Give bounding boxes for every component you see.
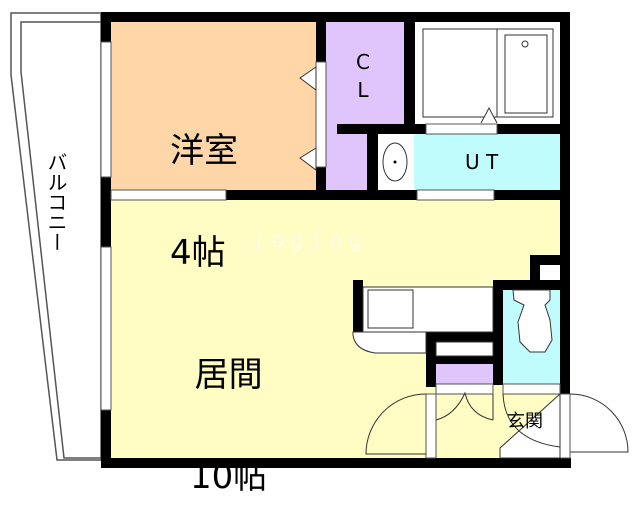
toilet-icon <box>512 289 553 353</box>
bath-fill <box>415 22 560 124</box>
living-room-label: 居間 10帖 <box>190 290 267 528</box>
door-swings <box>365 391 629 455</box>
western-room-size: 4帖 <box>170 233 226 273</box>
entrance-label: 玄関 <box>507 411 543 432</box>
shoe-closet-fill <box>436 364 493 384</box>
floorplan-drawing <box>10 12 629 468</box>
utility-fill <box>414 134 560 190</box>
wash-basin-icon <box>382 142 408 182</box>
utility-label: U T <box>465 150 499 174</box>
western-room-fill <box>110 22 316 190</box>
balcony-label: バルコニー <box>44 152 68 252</box>
watermark: jogjog <box>252 228 368 253</box>
balcony <box>10 12 102 461</box>
western-room-name: 洋室 <box>170 131 238 171</box>
closet-label: C L <box>356 50 370 102</box>
kitchen-counter-icon <box>352 286 494 357</box>
living-room-name: 居間 <box>194 355 263 395</box>
bathtub-icon <box>422 28 554 124</box>
living-room-size: 10帖 <box>190 457 268 497</box>
western-room-label: 洋室 4帖 <box>170 66 238 304</box>
